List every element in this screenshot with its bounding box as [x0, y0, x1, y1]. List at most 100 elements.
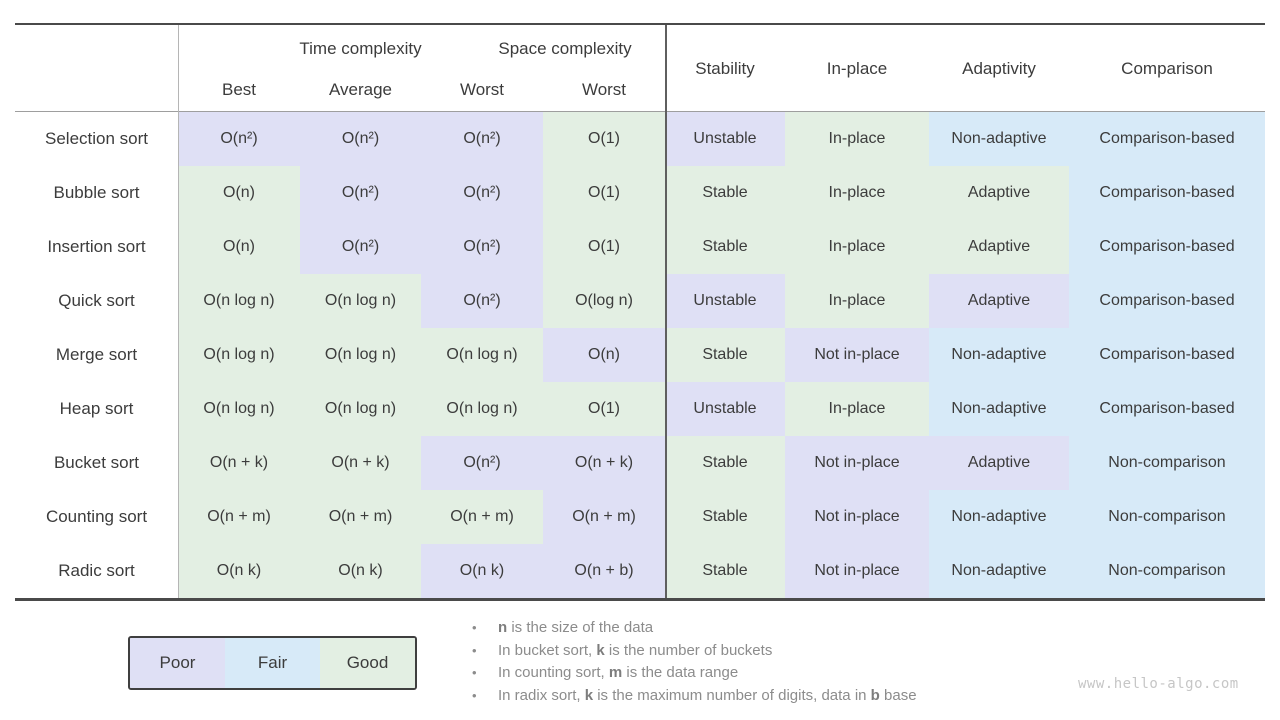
table-cell: Adaptive — [929, 166, 1069, 220]
rating-legend: Poor Fair Good — [128, 636, 417, 690]
table-cell: O(n²) — [421, 112, 543, 166]
table-cell: O(n + k) — [543, 436, 665, 490]
table-cell: Stable — [665, 166, 785, 220]
footnote: •In bucket sort, k is the number of buck… — [472, 640, 917, 663]
table-cell: O(n²) — [178, 112, 300, 166]
complexity-attributes-divider — [665, 25, 667, 598]
row-label: Bubble sort — [15, 166, 178, 220]
table-cell: O(1) — [543, 220, 665, 274]
row-label: Merge sort — [15, 328, 178, 382]
table-cell: O(n log n) — [300, 328, 421, 382]
table-cell: O(n²) — [421, 166, 543, 220]
table-cell: Non-comparison — [1069, 544, 1265, 598]
table-cell: Non-adaptive — [929, 112, 1069, 166]
table-cell: Comparison-based — [1069, 328, 1265, 382]
table-cell: Comparison-based — [1069, 112, 1265, 166]
legend-item-poor: Poor — [130, 638, 225, 688]
watermark: www.hello-algo.com — [1078, 676, 1239, 692]
table-cell: O(n + m) — [178, 490, 300, 544]
table-cell: Unstable — [665, 112, 785, 166]
table-cell: O(n k) — [178, 544, 300, 598]
table-cell: O(n log n) — [421, 328, 543, 382]
table-cell: Comparison-based — [1069, 382, 1265, 436]
table-cell: O(n + k) — [300, 436, 421, 490]
table-header: Time complexity Space complexity Best Av… — [15, 25, 1265, 112]
table-cell: O(n log n) — [178, 274, 300, 328]
table-cell: O(n) — [543, 328, 665, 382]
col-header-time-average: Average — [328, 80, 392, 99]
table-cell: Stable — [665, 490, 785, 544]
col-header-comparison: Comparison — [1121, 59, 1213, 78]
table-cell: In-place — [785, 382, 929, 436]
row-label: Counting sort — [15, 490, 178, 544]
table-cell: O(n log n) — [178, 328, 300, 382]
table-cell: O(1) — [543, 382, 665, 436]
table-cell: O(n log n) — [300, 382, 421, 436]
table-cell: O(n²) — [421, 220, 543, 274]
table-cell: In-place — [785, 166, 929, 220]
bullet-icon: • — [472, 665, 477, 680]
table-cell: Unstable — [665, 382, 785, 436]
footnote: • In radix sort, k is the maximum number … — [472, 685, 917, 708]
table-cell: Non-adaptive — [929, 382, 1069, 436]
table-cell: Not in-place — [785, 544, 929, 598]
footnote-text: In radix sort, k is the maximum number o… — [498, 686, 917, 704]
footnote-text: In bucket sort, k is the number of bucke… — [498, 641, 773, 659]
table-cell: O(n²) — [300, 112, 421, 166]
footnote-text: In counting sort, m is the data range — [498, 664, 739, 681]
table-cell: In-place — [785, 220, 929, 274]
table-cell: In-place — [785, 274, 929, 328]
table-cell: Not in-place — [785, 328, 929, 382]
table-cell: O(1) — [543, 166, 665, 220]
row-label: Selection sort — [15, 112, 178, 166]
row-label: Quick sort — [15, 274, 178, 328]
footnote: • In counting sort, m is the data range — [472, 662, 917, 685]
col-header-time-best: Best — [221, 80, 257, 99]
table-cell: O(n²) — [421, 274, 543, 328]
bullet-icon: • — [472, 687, 477, 703]
space-complexity-group-header: Space complexity — [498, 39, 632, 58]
label-column-divider — [178, 25, 179, 598]
table-cell: Comparison-based — [1069, 220, 1265, 274]
table-cell: O(n log n) — [421, 382, 543, 436]
table-cell: Not in-place — [785, 436, 929, 490]
table-cell: O(n k) — [300, 544, 421, 598]
row-label: Heap sort — [15, 382, 178, 436]
row-label: Insertion sort — [15, 220, 178, 274]
table-cell: O(n + m) — [300, 490, 421, 544]
table-cell: O(n) — [178, 220, 300, 274]
table-cell: O(1) — [543, 112, 665, 166]
table-cell: O(n k) — [421, 544, 543, 598]
row-label: Bucket sort — [15, 436, 178, 490]
table-cell: O(log n) — [543, 274, 665, 328]
table-cell: Non-comparison — [1069, 490, 1265, 544]
table-cell: O(n) — [178, 166, 300, 220]
time-complexity-group-header: Time complexity — [299, 39, 422, 58]
table-cell: O(n + m) — [421, 490, 543, 544]
table-cell: Comparison-based — [1069, 166, 1265, 220]
table-cell: O(n + m) — [543, 490, 665, 544]
table-cell: Adaptive — [929, 436, 1069, 490]
table-cell: Adaptive — [929, 274, 1069, 328]
table-cell: Comparison-based — [1069, 274, 1265, 328]
table-cell: O(n + k) — [178, 436, 300, 490]
table-cell: O(n²) — [421, 436, 543, 490]
col-header-space-worst: Worst — [581, 80, 627, 99]
col-header-stability: Stability — [695, 59, 755, 78]
table-cell: O(n²) — [300, 220, 421, 274]
table-cell: Non-adaptive — [929, 328, 1069, 382]
legend-item-fair: Fair — [225, 638, 320, 688]
table-cell: Not in-place — [785, 490, 929, 544]
comparison-table: Time complexity Space complexity Best Av… — [15, 23, 1265, 601]
table-cell: O(n log n) — [178, 382, 300, 436]
footnote-text: n is the size of the data — [498, 619, 654, 636]
